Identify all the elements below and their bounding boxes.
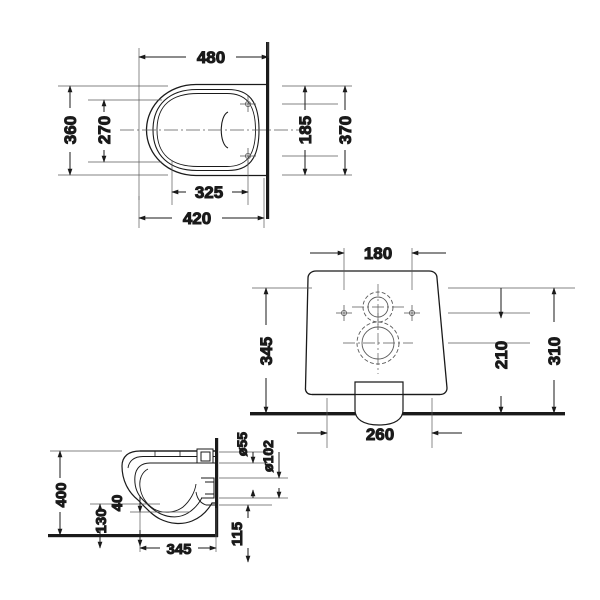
side-outlet-block — [201, 477, 215, 499]
side-wall-line — [215, 438, 219, 537]
dim-325: 325 — [171, 183, 249, 203]
rear-bolt-right — [404, 305, 420, 321]
dim-260-label: 260 — [366, 425, 394, 444]
dim-130: 130 — [93, 503, 111, 549]
plan-wall-line — [266, 42, 270, 219]
side-flush-inlet — [196, 448, 216, 464]
dim-40: 40 — [109, 494, 143, 547]
dim-480-label: 480 — [197, 48, 225, 67]
dim-400-label: 400 — [53, 482, 70, 507]
dim-345-side-label: 345 — [166, 541, 191, 558]
rear-bolt-left — [336, 305, 352, 321]
rear-floor-line — [250, 412, 565, 416]
dim-dia55: ø55 — [234, 431, 256, 498]
side-floor-line — [48, 534, 218, 538]
dim-420-label: 420 — [183, 209, 211, 228]
dim-370-label: 370 — [336, 116, 355, 144]
rear-extension-lines — [252, 248, 575, 448]
dim-345-rear: 345 — [257, 287, 277, 414]
dim-dia102: ø102 — [260, 439, 282, 499]
dim-210-label: 210 — [492, 341, 511, 369]
side-outer-profile — [121, 450, 216, 525]
dim-180-label: 180 — [364, 244, 392, 263]
rear-view: 180 345 260 210 — [250, 244, 575, 448]
dim-325-label: 325 — [195, 183, 223, 202]
dim-40-label: 40 — [109, 495, 126, 512]
side-trap-profile — [139, 468, 197, 513]
rear-body-outline — [304, 270, 448, 396]
dim-185-label: 185 — [296, 116, 315, 144]
rear-outlet-circles — [343, 313, 413, 374]
side-view: 400 130 40 345 — [48, 431, 288, 563]
side-outlet-pipe — [195, 491, 216, 506]
side-rim-under — [127, 456, 216, 469]
dim-360-label: 360 — [61, 116, 80, 144]
dim-310: 310 — [545, 287, 565, 414]
dim-345-side: 345 — [139, 541, 217, 559]
dim-480: 480 — [138, 48, 269, 68]
plan-bolt-upper — [240, 96, 256, 112]
plan-seat-inner-ring — [156, 93, 256, 167]
plan-view: 480 360 270 325 — [58, 42, 356, 229]
dim-dia102-label: ø102 — [260, 440, 276, 472]
dim-210: 210 — [492, 288, 512, 414]
dim-345-rear-label: 345 — [257, 337, 276, 365]
dim-260: 260 — [297, 425, 462, 445]
dim-dia55-label: ø55 — [234, 432, 250, 456]
dim-310-label: 310 — [545, 337, 564, 365]
plan-seat-outer-ring — [152, 88, 260, 172]
dim-115: 115 — [229, 504, 251, 563]
dim-370: 370 — [336, 85, 356, 176]
side-rim-cavity — [154, 451, 200, 457]
dim-400: 400 — [53, 450, 71, 536]
dim-360: 360 — [61, 85, 81, 176]
dim-180: 180 — [310, 244, 446, 264]
side-bowl-inner — [134, 462, 214, 518]
rear-outlet-nozzle — [354, 381, 404, 426]
dim-130-label: 130 — [93, 508, 110, 533]
dim-185: 185 — [296, 85, 316, 176]
dim-270: 270 — [95, 99, 115, 163]
dim-115-label: 115 — [229, 522, 246, 546]
dim-420: 420 — [138, 209, 265, 229]
dim-270-label: 270 — [95, 116, 114, 144]
